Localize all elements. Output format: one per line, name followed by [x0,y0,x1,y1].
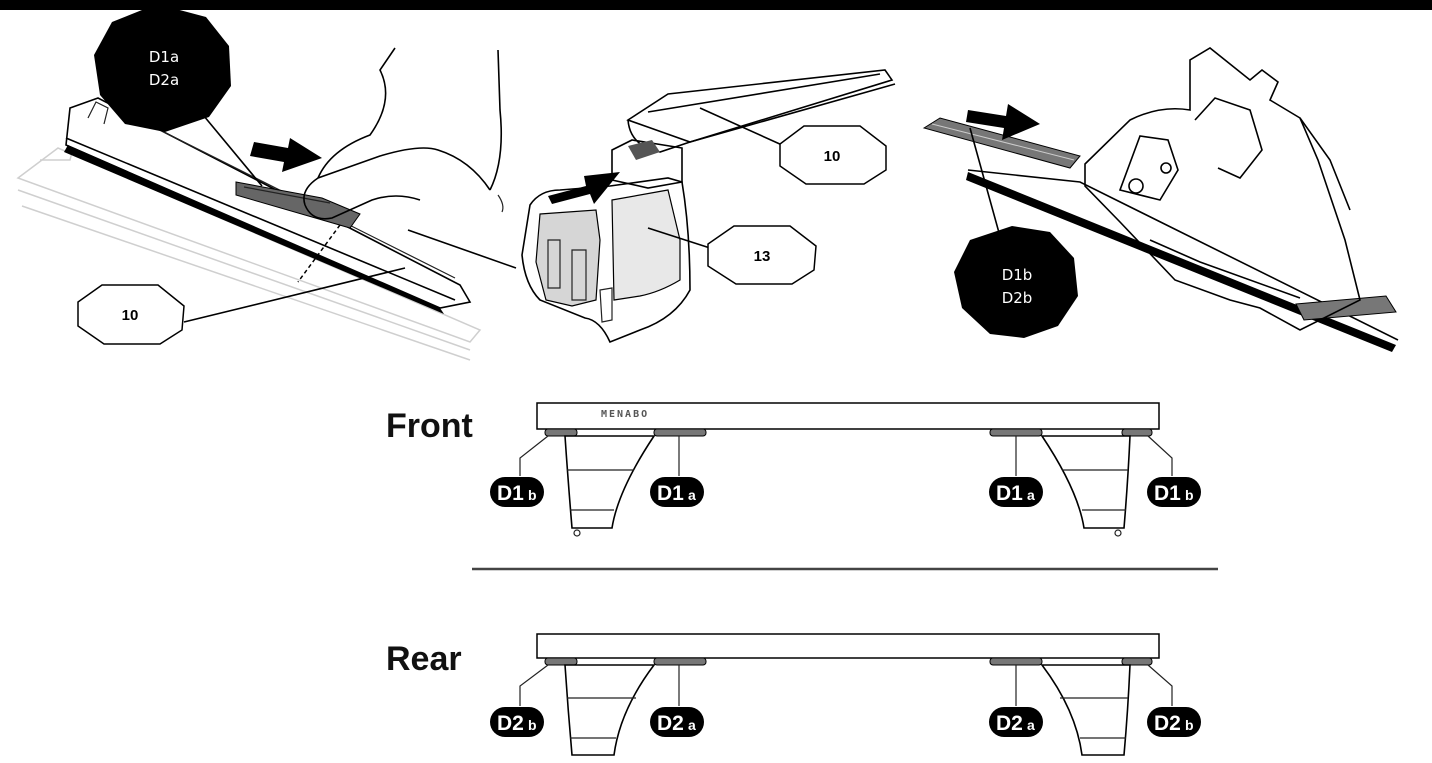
svg-text:D1: D1 [996,482,1023,505]
svg-text:D1: D1 [657,482,684,505]
panel-bar-spacer [16,47,517,361]
front-bar-diagram: Front MENABO [386,402,1173,537]
brand-logo-text: MENABO [601,409,649,420]
tag-right-line1: D1b [1002,266,1033,284]
svg-text:D2: D2 [996,712,1023,735]
tag-octagon-left: D1a D2a [94,4,231,132]
svg-text:D1: D1 [497,482,524,505]
rear-heading: Rear [386,640,462,678]
svg-text:a: a [1027,717,1035,733]
tag-left-line1: D1a [149,48,179,66]
callout-10-middle: 10 [779,125,887,185]
tag-left-line2: D2a [149,71,179,89]
front-pill-1: D1 b [490,477,544,507]
top-border [0,0,1432,10]
front-pill-3: D1 a [989,477,1043,507]
front-pill-2: D1 a [650,477,704,507]
callout-10-middle-label: 10 [824,148,841,165]
insert-arrow [548,172,620,204]
callout-13-label: 13 [754,248,771,265]
svg-text:b: b [1185,717,1194,733]
rear-pill-2: D2 a [650,707,704,737]
panel-clamp-spacer [922,47,1399,352]
tag-right-line2: D2b [1002,289,1033,307]
slide-arrow-left [250,138,322,172]
svg-text:D2: D2 [657,712,684,735]
svg-text:D2: D2 [1154,712,1181,735]
callout-10-left: 10 [77,284,185,345]
tag-octagon-right: D1b D2b [954,226,1078,338]
rear-bar-diagram: Rear [386,633,1173,756]
slide-arrow-right [966,104,1040,140]
svg-text:b: b [528,487,537,503]
front-pill-4: D1 b [1147,477,1201,507]
svg-text:b: b [528,717,537,733]
rear-pill-3: D2 a [989,707,1043,737]
svg-text:D1: D1 [1154,482,1181,505]
rear-pill-4: D2 b [1147,707,1201,737]
svg-text:b: b [1185,487,1194,503]
panel-foot-insert [521,69,896,344]
svg-text:a: a [1027,487,1035,503]
rear-pill-1: D2 b [490,707,544,737]
svg-text:D2: D2 [497,712,524,735]
callout-13: 13 [707,225,817,285]
svg-text:a: a [688,487,696,503]
callout-10-left-label: 10 [122,307,139,324]
svg-text:a: a [688,717,696,733]
front-heading: Front [386,407,473,445]
